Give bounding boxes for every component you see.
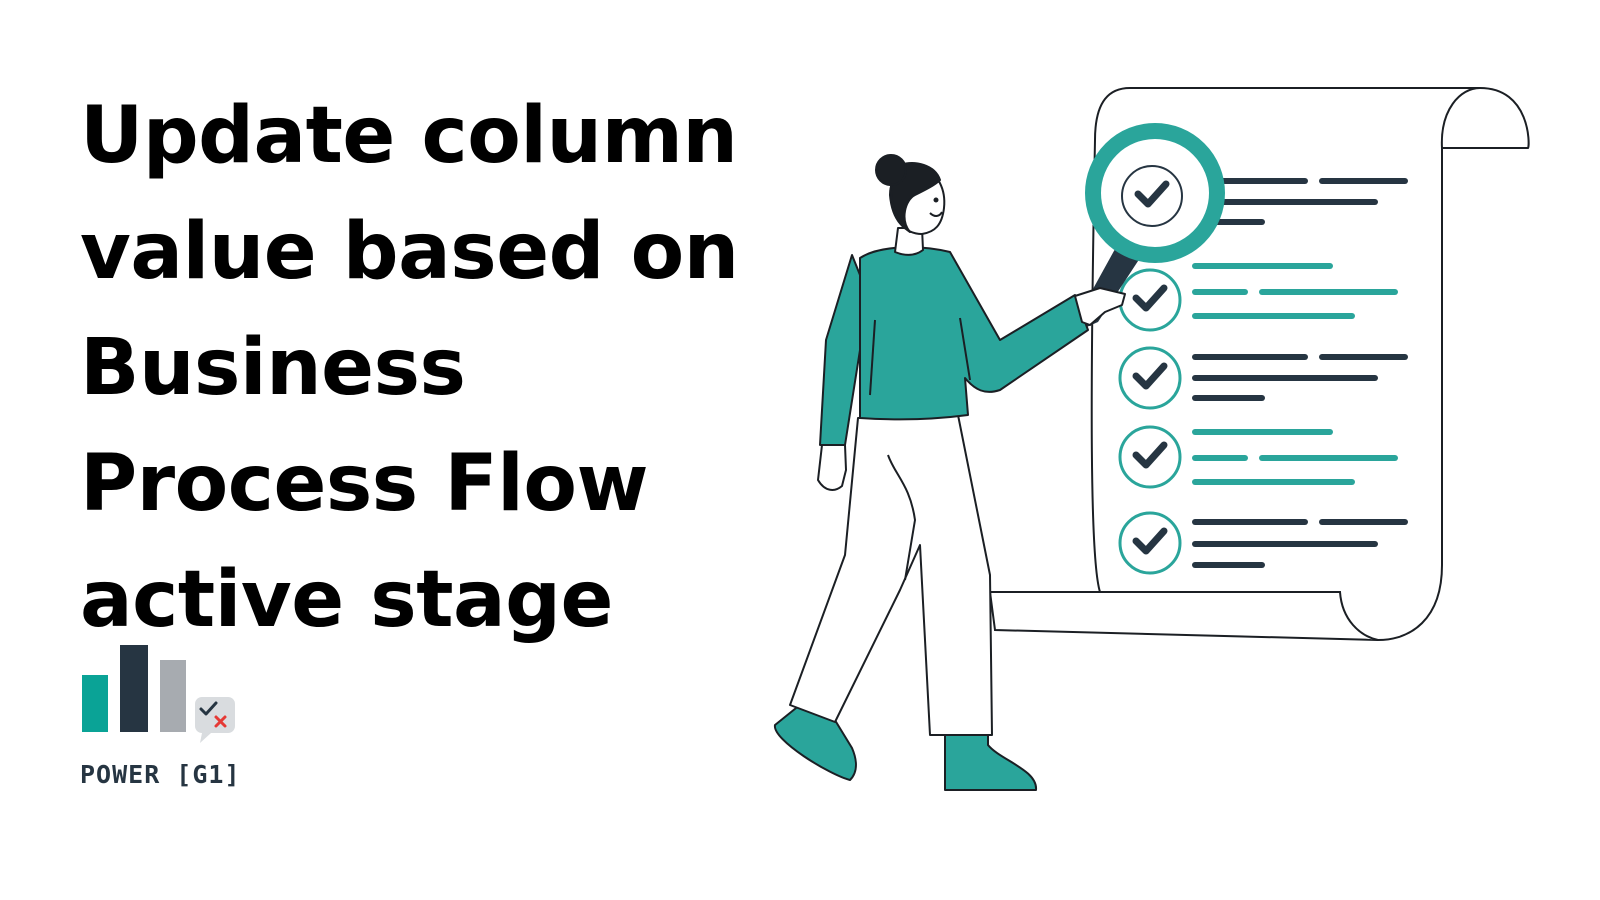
back-hand <box>817 444 847 491</box>
logo-bar-teal <box>82 675 108 732</box>
person-figure <box>774 154 1126 791</box>
logo-bar-navy <box>120 645 148 732</box>
checkmark-icon <box>1132 284 1168 312</box>
neck <box>894 227 924 256</box>
bar-chart-logo-icon <box>82 645 235 743</box>
checklist-item-3 <box>1118 346 1408 410</box>
checkmark-icon <box>1132 362 1168 390</box>
person-checklist-illustration <box>774 87 1530 791</box>
hair-bun <box>875 154 907 186</box>
checklist-item-2 <box>1118 263 1398 332</box>
headline-line-5: active stage <box>80 555 613 645</box>
headline-line-2: value based on <box>80 207 739 297</box>
checklist <box>1118 178 1408 575</box>
checklist-item-5 <box>1118 511 1408 575</box>
headline: Update column value based on Business Pr… <box>80 78 760 658</box>
right-shoe <box>944 729 1038 791</box>
headline-line-4: Process Flow <box>80 439 649 529</box>
logo-text: POWER [G1] <box>80 760 241 789</box>
left-shoe <box>774 699 857 781</box>
headline-line-3: Business <box>80 323 466 413</box>
logo-bar-gray <box>160 660 186 732</box>
magnifying-glass-icon <box>1080 123 1225 330</box>
speech-bubble-icon <box>195 697 235 743</box>
checkmark-icon <box>1134 180 1170 208</box>
checkmark-icon <box>1132 527 1168 555</box>
checkmark-icon <box>1132 441 1168 469</box>
headline-line-1: Update column <box>80 91 738 181</box>
document-scroll <box>988 87 1530 642</box>
sweater <box>859 246 1089 421</box>
front-hand <box>1074 287 1126 326</box>
pants <box>789 414 993 736</box>
checklist-item-4 <box>1118 425 1398 489</box>
